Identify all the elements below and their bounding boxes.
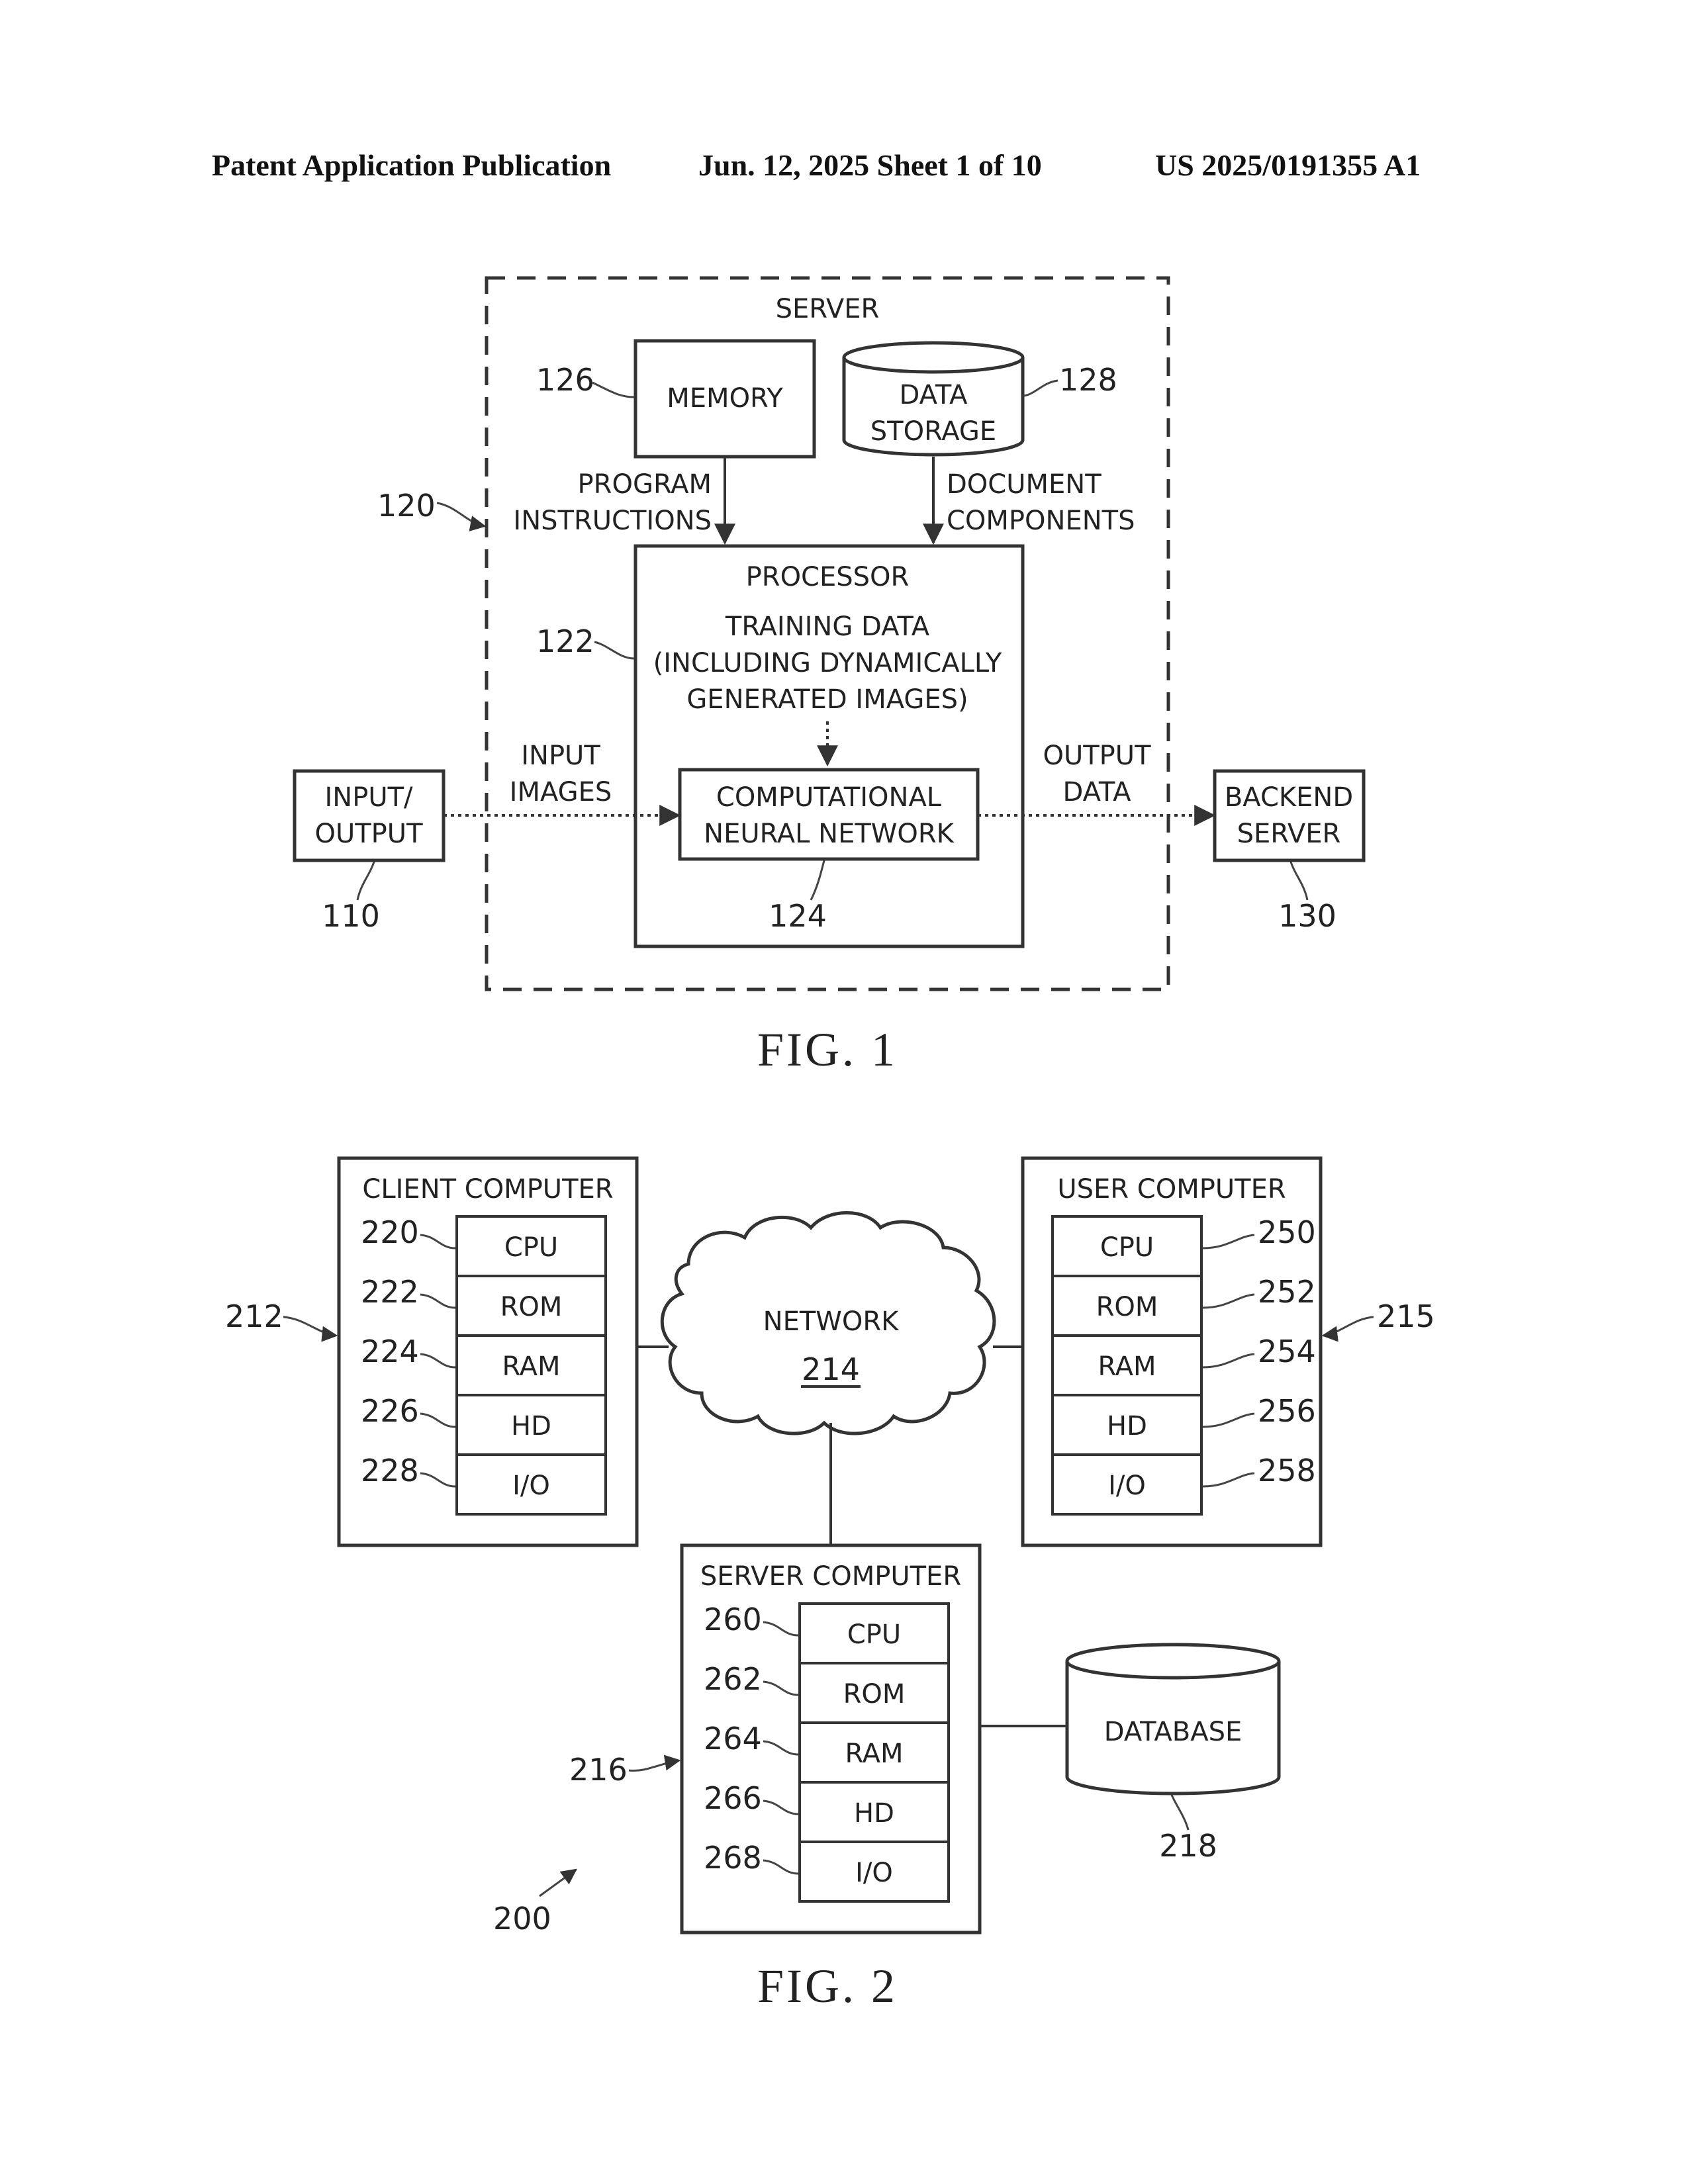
memory-label: MEMORY: [667, 383, 783, 414]
lead-216: [629, 1760, 679, 1770]
client-ref-228: 228: [361, 1453, 419, 1488]
input-images-label-1: INPUT: [521, 741, 600, 771]
server-io-label: I/O: [855, 1858, 893, 1888]
date-and-sheet: Jun. 12, 2025 Sheet 1 of 10: [698, 148, 1042, 182]
publication-number: US 2025/0191355 A1: [1155, 148, 1421, 182]
io-label-2: OUTPUT: [314, 819, 423, 849]
lead-215: [1323, 1317, 1374, 1336]
data-storage-label-1: DATA: [899, 380, 968, 410]
ref-124: 124: [769, 898, 827, 934]
user-rom-label: ROM: [1096, 1292, 1158, 1322]
ref-218: 218: [1159, 1828, 1217, 1864]
client-ram-label: RAM: [502, 1351, 560, 1382]
fig2-caption: FIG. 2: [757, 1960, 898, 2013]
client-ref-224: 224: [361, 1334, 419, 1369]
user-ref-250: 250: [1258, 1214, 1316, 1250]
lead-126: [592, 383, 634, 397]
processor-box: [635, 546, 1023, 946]
ref-128: 128: [1059, 362, 1117, 398]
cnn-label-2: NEURAL NETWORK: [704, 819, 955, 849]
fig1-diagram: SERVER MEMORY 126 DATA STORAGE 128 PROGR…: [295, 278, 1364, 1076]
program-label-1: PROGRAM: [578, 469, 712, 500]
server-ref-266: 266: [704, 1780, 762, 1816]
server-ref-264: 264: [704, 1721, 762, 1756]
database-label: DATABASE: [1104, 1717, 1243, 1747]
user-ref-254: 254: [1258, 1334, 1316, 1369]
output-data-label-1: OUTPUT: [1043, 741, 1151, 771]
server-cpu-label: CPU: [847, 1619, 901, 1650]
client-io-label: I/O: [512, 1471, 550, 1501]
lead-212: [283, 1317, 336, 1336]
io-label-1: INPUT/: [324, 782, 413, 813]
fig1-caption: FIG. 1: [757, 1023, 898, 1076]
publication-title: Patent Application Publication: [212, 148, 611, 182]
client-cpu-label: CPU: [504, 1232, 558, 1263]
cnn-label-1: COMPUTATIONAL: [716, 782, 942, 813]
ref-120: 120: [377, 488, 436, 523]
ref-214: 214: [802, 1351, 860, 1387]
document-label-2: COMPONENTS: [947, 506, 1135, 536]
user-io-label: I/O: [1108, 1471, 1146, 1501]
server-hd-label: HD: [854, 1798, 894, 1829]
training-data-label-3: GENERATED IMAGES): [686, 684, 968, 715]
input-images-label-2: IMAGES: [510, 777, 612, 807]
data-storage-label-2: STORAGE: [870, 416, 996, 447]
ref-216: 216: [569, 1752, 628, 1788]
server-label: SERVER: [776, 294, 880, 324]
network-label: NETWORK: [763, 1306, 900, 1337]
backend-label-2: SERVER: [1237, 819, 1341, 849]
ref-110: 110: [322, 898, 380, 934]
client-ref-220: 220: [361, 1214, 419, 1250]
user-computer-title: USER COMPUTER: [1057, 1174, 1286, 1205]
user-ram-label: RAM: [1098, 1351, 1156, 1382]
client-hd-label: HD: [511, 1411, 551, 1441]
client-computer-title: CLIENT COMPUTER: [362, 1174, 613, 1205]
server-rom-label: ROM: [843, 1679, 906, 1709]
fig2-diagram: CLIENT COMPUTER CPU 220ROM 222RAM 224HD 226I…: [225, 1158, 1435, 2013]
ref-215: 215: [1377, 1298, 1435, 1334]
user-cpu-label: CPU: [1100, 1232, 1154, 1263]
training-data-label-2: (INCLUDING DYNAMICALLY: [653, 648, 1002, 678]
lead-130: [1291, 862, 1307, 900]
lead-200: [539, 1870, 576, 1896]
server-ram-label: RAM: [845, 1739, 903, 1769]
document-label-1: DOCUMENT: [947, 469, 1102, 500]
lead-120: [437, 503, 485, 526]
lead-218: [1172, 1795, 1188, 1830]
user-hd-label: HD: [1107, 1411, 1147, 1441]
server-ref-268: 268: [704, 1840, 762, 1876]
client-ref-226: 226: [361, 1393, 419, 1429]
ref-200: 200: [493, 1901, 551, 1936]
client-rom-label: ROM: [500, 1292, 563, 1322]
user-ref-252: 252: [1258, 1274, 1316, 1310]
program-label-2: INSTRUCTIONS: [513, 506, 712, 536]
lead-122: [594, 642, 634, 659]
lead-128: [1024, 381, 1058, 396]
ref-126: 126: [536, 362, 594, 398]
lead-110: [357, 862, 374, 900]
training-data-label-1: TRAINING DATA: [725, 612, 930, 642]
backend-label-1: BACKEND: [1225, 782, 1353, 813]
server-computer-title: SERVER COMPUTER: [700, 1561, 961, 1592]
ref-212: 212: [225, 1298, 283, 1334]
user-ref-256: 256: [1258, 1393, 1316, 1429]
ref-130: 130: [1278, 898, 1336, 934]
ref-122: 122: [536, 623, 594, 659]
server-ref-260: 260: [704, 1602, 762, 1637]
client-ref-222: 222: [361, 1274, 419, 1310]
user-ref-258: 258: [1258, 1453, 1316, 1488]
server-ref-262: 262: [704, 1661, 762, 1697]
processor-label: PROCESSOR: [746, 562, 910, 592]
output-data-label-2: DATA: [1062, 777, 1131, 807]
